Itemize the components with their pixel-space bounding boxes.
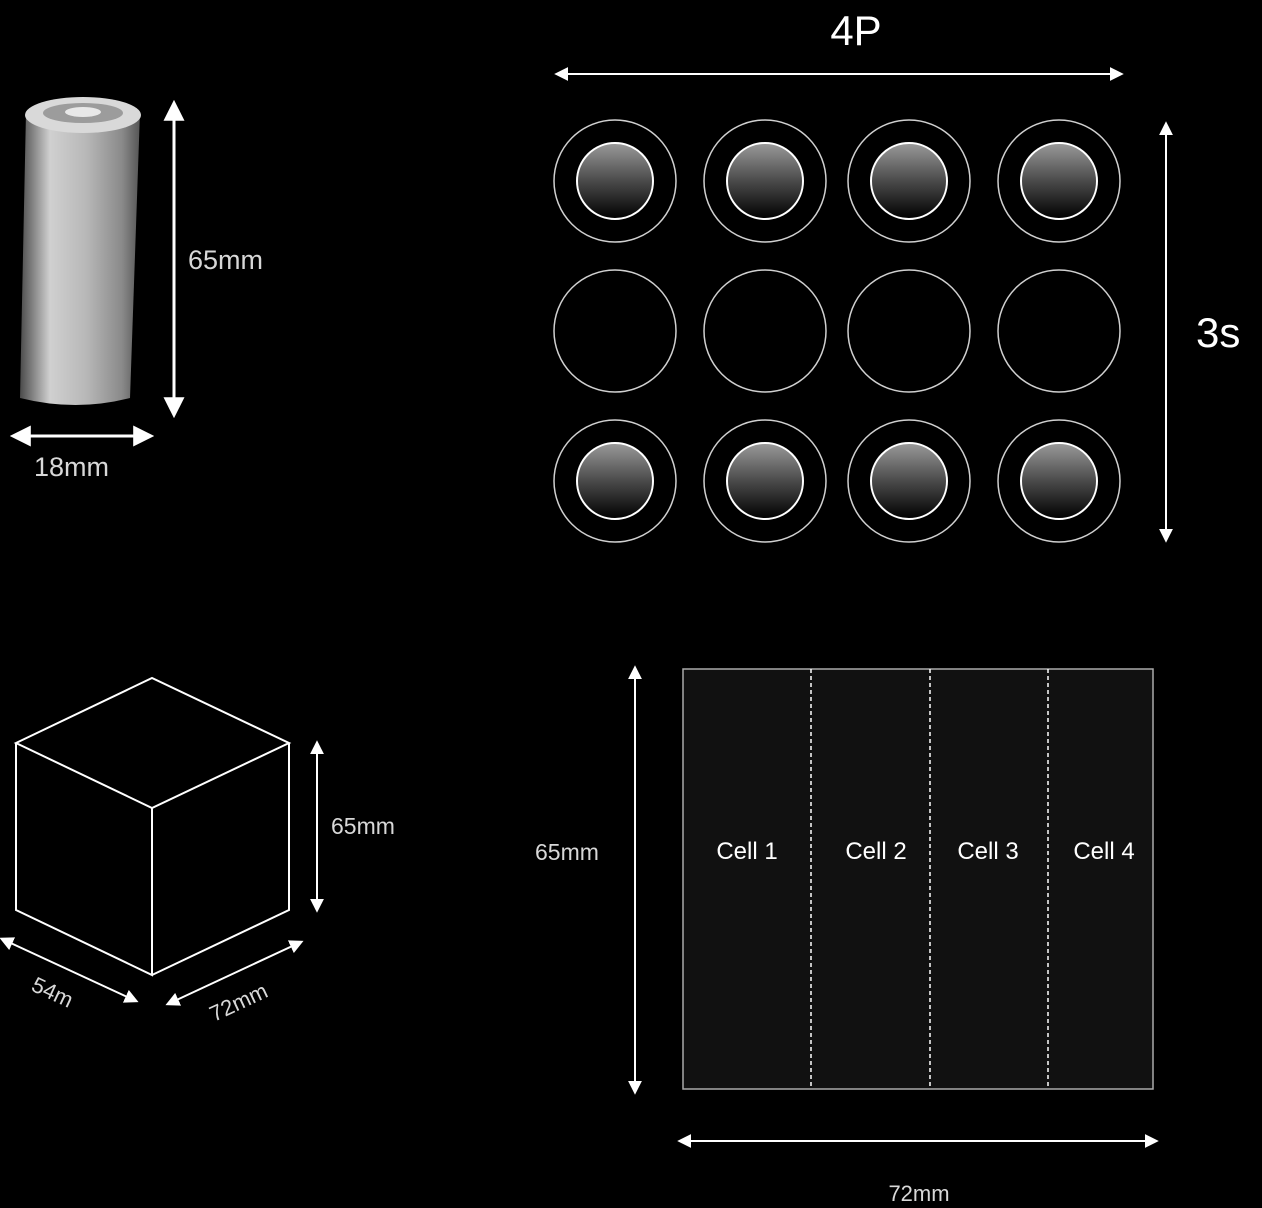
grid-cell-outline [553, 119, 677, 243]
grid-cell-terminal [1020, 442, 1098, 520]
grid-cell-terminal [576, 442, 654, 520]
cell-diameter-label: 18mm [34, 452, 109, 482]
grid-cell [847, 269, 971, 393]
grid-cell [997, 269, 1121, 393]
grid-cell-outline [847, 419, 971, 543]
block-left-face [15, 743, 153, 977]
grid-cell-outline [703, 419, 827, 543]
grid-cell [703, 269, 827, 393]
block-width-label: 72mm [206, 978, 272, 1026]
grid-cell-outline [703, 119, 827, 243]
grid-cell [997, 419, 1121, 543]
parallel-count-label: 4P [830, 7, 881, 54]
grid-cell [703, 119, 827, 243]
grid-cell-terminal [576, 142, 654, 220]
grid-cell-outline [997, 419, 1121, 543]
grid-cell-outline [997, 269, 1121, 393]
grid-cell-terminal [1020, 142, 1098, 220]
grid-cell-terminal [870, 142, 948, 220]
cell-label-3: Cell 3 [957, 838, 1018, 865]
grid-cell [847, 119, 971, 243]
grid-cell-terminal [726, 142, 804, 220]
block-depth-label: 54m [28, 972, 77, 1013]
grid-cell-outline [997, 119, 1121, 243]
grid-cell-outline [553, 269, 677, 393]
grid-cell-terminal [870, 442, 948, 520]
cell-body [20, 112, 140, 405]
grid-cell-outline [847, 119, 971, 243]
series-count-label: 3s [1196, 309, 1240, 356]
grid-cell [553, 419, 677, 543]
grid-cell [553, 269, 677, 393]
cell-label-1: Cell 1 [716, 838, 777, 865]
grid-cell-terminal [726, 442, 804, 520]
grid-cell [553, 119, 677, 243]
cell-dividers [810, 669, 1049, 1089]
pack-block [13, 676, 292, 977]
grid-cell [703, 419, 827, 543]
cylindrical-cell [20, 97, 141, 405]
layout-height-label: 65mm [535, 839, 599, 865]
cell-label-2: Cell 2 [845, 838, 906, 865]
grid-cell-outline [847, 269, 971, 393]
grid-cell-outline [703, 269, 827, 393]
block-depth-arrow [0, 937, 139, 1003]
layout-width-label: 72mm [888, 1181, 949, 1206]
grid-cell [847, 419, 971, 543]
grid-cell [997, 119, 1121, 243]
block-height-label: 65mm [331, 813, 395, 839]
cell-grid [553, 119, 1121, 543]
block-right-face [151, 743, 290, 976]
layout-panel [682, 668, 1154, 1090]
grid-cell-outline [553, 419, 677, 543]
block-top-face [13, 676, 292, 810]
cell-height-label: 65mm [188, 245, 263, 275]
cell-label-4: Cell 4 [1073, 838, 1134, 865]
block-width-arrow [165, 940, 304, 1006]
